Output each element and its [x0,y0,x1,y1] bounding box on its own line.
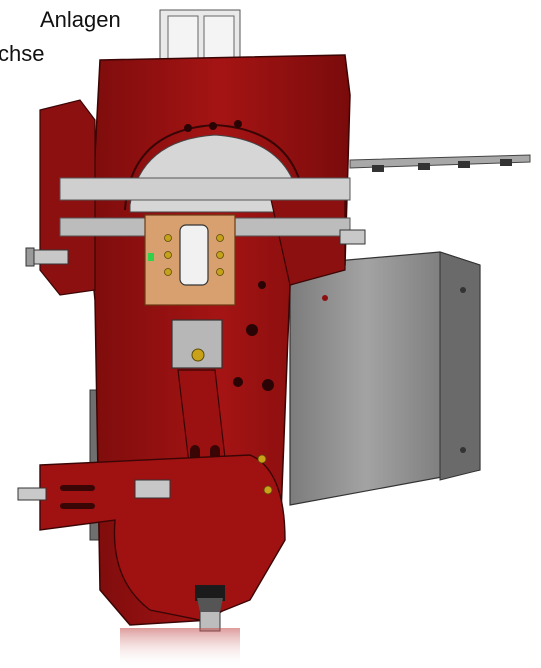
frame-holes [233,281,274,391]
caption-line-2: chse [0,41,45,66]
bolt-left [25,247,69,267]
screw-icon [257,454,267,464]
right-rail [349,154,531,172]
lower-clamp [171,319,223,369]
housing-box [289,251,481,506]
bottom-bolt [195,585,225,632]
caption-line-1: Anlagen [40,7,121,32]
led-green-icon [148,253,154,261]
copper-block [144,214,236,306]
lower-fork [17,454,286,621]
bolt-right [339,229,366,245]
floor-reflection [120,628,240,668]
